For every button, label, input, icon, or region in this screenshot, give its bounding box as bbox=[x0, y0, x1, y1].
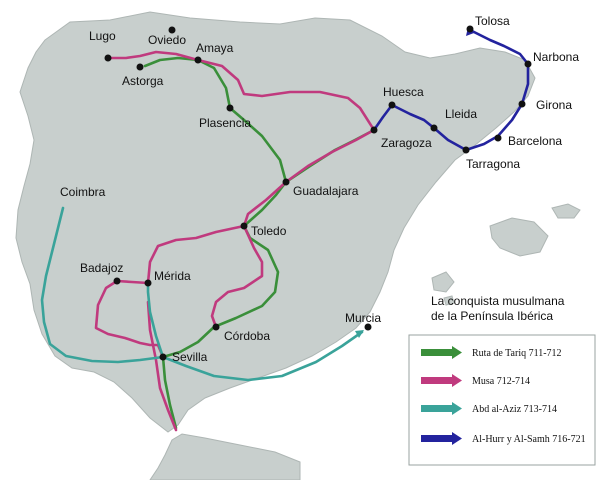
city-label-lleida: Lleida bbox=[445, 107, 477, 121]
city-label-astorga: Astorga bbox=[122, 74, 164, 88]
legend-arrow-musa bbox=[452, 374, 462, 387]
city-label-toledo: Toledo bbox=[251, 224, 287, 238]
route-musa bbox=[94, 50, 376, 432]
city-label-sevilla: Sevilla bbox=[172, 350, 208, 364]
city-markers bbox=[104, 25, 532, 361]
city-dot-astorga bbox=[136, 63, 144, 71]
city-label-huesca: Huesca bbox=[383, 85, 424, 99]
city-label-plasencia: Plasencia bbox=[199, 116, 251, 130]
city-dot-lugo bbox=[104, 54, 112, 62]
city-dot-narbona bbox=[524, 60, 532, 68]
legend-label-abd-al-aziz: Abd al-Aziz 713-714 bbox=[472, 404, 557, 415]
north-africa-landmass bbox=[149, 433, 301, 480]
legend-item-al-hurr: Al-Hurr y Al-Samh 716-721 bbox=[421, 432, 586, 445]
legend-label-al-hurr: Al-Hurr y Al-Samh 716-721 bbox=[472, 434, 586, 445]
route-teal-arrowhead bbox=[355, 330, 364, 338]
legend-arrow-al-hurr bbox=[452, 432, 462, 445]
city-dot-lleida bbox=[430, 124, 438, 132]
city-dot-amaya bbox=[194, 56, 202, 64]
legend-box bbox=[408, 334, 596, 466]
map-title-line1: La conquista musulmana bbox=[431, 294, 565, 308]
map-title-line2: de la Península Ibérica bbox=[431, 309, 553, 323]
city-label-girona: Girona bbox=[536, 98, 572, 112]
city-label-tarragona: Tarragona bbox=[466, 157, 520, 171]
city-dot-cordoba bbox=[212, 323, 220, 331]
city-dot-tolosa bbox=[466, 25, 474, 33]
city-dot-zaragoza bbox=[370, 126, 378, 134]
menorca-island bbox=[551, 203, 581, 219]
legend-arrow-abd-al-aziz bbox=[452, 402, 462, 415]
city-label-narbona: Narbona bbox=[533, 50, 579, 64]
city-label-lugo: Lugo bbox=[89, 29, 116, 43]
legend-item-musa: Musa 712-714 bbox=[421, 374, 530, 387]
city-dot-girona bbox=[518, 100, 526, 108]
city-dot-sevilla bbox=[159, 353, 167, 361]
city-dot-murcia bbox=[364, 323, 372, 331]
city-dot-tarragona bbox=[462, 146, 470, 154]
ibiza-island bbox=[431, 271, 455, 293]
city-dot-huesca bbox=[388, 101, 396, 109]
city-label-merida: Mérida bbox=[154, 269, 191, 283]
city-dot-oviedo bbox=[168, 26, 176, 34]
formentera-island bbox=[443, 295, 455, 306]
city-label-tolosa: Tolosa bbox=[475, 14, 510, 28]
legend-arrow-tariq bbox=[452, 346, 462, 359]
legend-label-tariq: Ruta de Tariq 711-712 bbox=[472, 348, 562, 359]
legend-item-abd-al-aziz: Abd al-Aziz 713-714 bbox=[421, 402, 557, 415]
city-label-zaragoza: Zaragoza bbox=[381, 136, 432, 150]
city-dot-plasencia bbox=[226, 104, 234, 112]
legend: Ruta de Tariq 711-712 Musa 712-714 Abd a… bbox=[408, 334, 596, 466]
legend-item-tariq: Ruta de Tariq 711-712 bbox=[421, 346, 562, 359]
city-label-oviedo: Oviedo bbox=[148, 33, 186, 47]
city-dot-barcelona bbox=[494, 134, 502, 142]
city-label-cordoba: Córdoba bbox=[224, 329, 270, 343]
mallorca-island bbox=[489, 217, 549, 257]
city-dot-merida bbox=[144, 279, 152, 287]
city-label-coimbra: Coimbra bbox=[60, 185, 106, 199]
city-dot-badajoz bbox=[113, 277, 121, 285]
city-label-murcia: Murcia bbox=[345, 311, 381, 325]
city-labels: Lugo Oviedo Amaya Astorga Plasencia Tolo… bbox=[60, 14, 579, 364]
iberian-peninsula-landmass bbox=[15, 11, 536, 433]
legend-label-musa: Musa 712-714 bbox=[472, 376, 530, 387]
route-abd-al-aziz bbox=[40, 206, 364, 382]
city-dot-toledo bbox=[240, 222, 248, 230]
city-label-guadalajara: Guadalajara bbox=[293, 184, 359, 198]
city-label-amaya: Amaya bbox=[196, 41, 234, 55]
city-label-barcelona: Barcelona bbox=[508, 134, 562, 148]
city-label-badajoz: Badajoz bbox=[80, 261, 123, 275]
city-dot-guadalajara bbox=[282, 178, 290, 186]
